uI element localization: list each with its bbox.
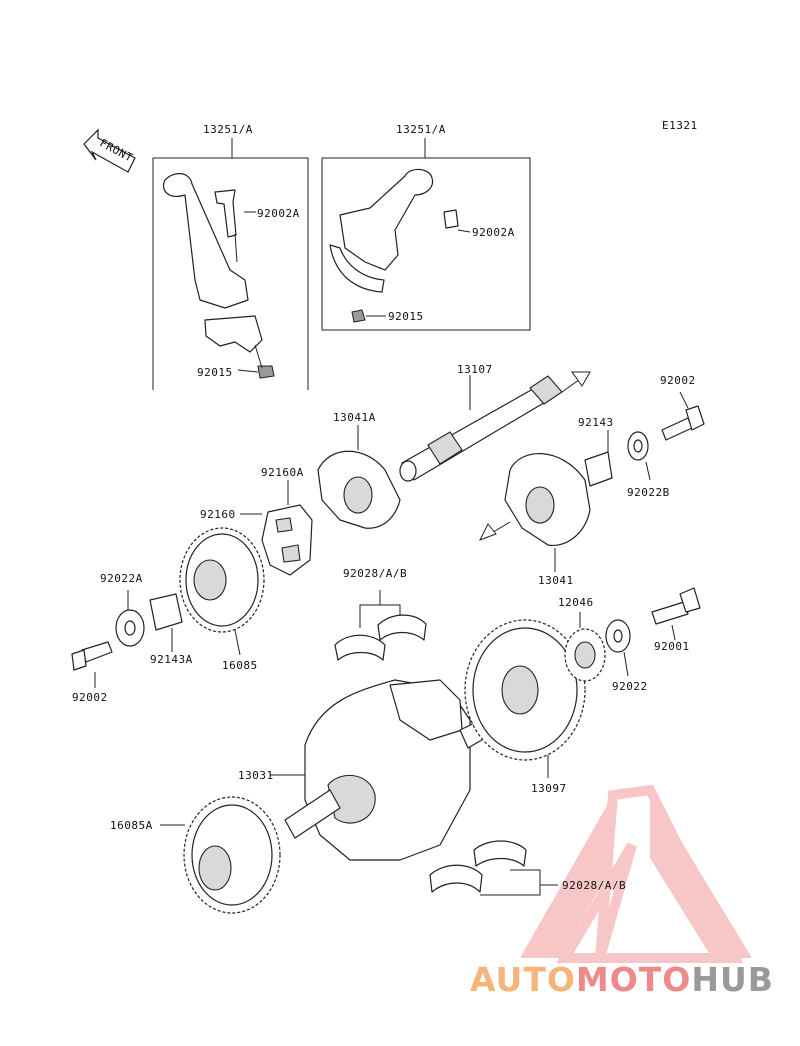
watermark-logo-icon xyxy=(520,784,752,963)
label-bolt-left: 92002A xyxy=(257,207,300,220)
label-bolt-right-low: 92001 xyxy=(654,640,690,653)
watermark-part1: AUTO xyxy=(470,960,576,999)
label-gear-crank: 16085A xyxy=(110,819,153,832)
rod-box-left xyxy=(152,138,309,390)
label-shaft: 13107 xyxy=(457,363,493,376)
label-collar-right: 92143 xyxy=(578,416,614,429)
gear-13097 xyxy=(464,619,586,778)
gear-12046 xyxy=(564,612,606,682)
label-washer-left: 92022A xyxy=(100,572,143,585)
label-nut-right: 92015 xyxy=(388,310,424,323)
bolt-left-low xyxy=(71,641,113,688)
label-rod-right: 13251/A xyxy=(396,123,446,136)
label-gear-large: 13097 xyxy=(531,782,567,795)
label-weight-right: 13041 xyxy=(538,574,574,587)
watermark-part2: MOTO xyxy=(575,960,692,999)
balancer-weight-left xyxy=(317,425,401,529)
crankshaft xyxy=(270,679,493,861)
washer-left xyxy=(115,590,145,647)
bearings-lower xyxy=(429,840,558,896)
label-rod-left: 13251/A xyxy=(203,123,253,136)
label-crankshaft: 13031 xyxy=(238,769,274,782)
bolt-right-low xyxy=(651,587,701,641)
bearings-upper xyxy=(334,590,427,661)
label-washer-right-low: 92022 xyxy=(612,680,648,693)
washer-right-low xyxy=(605,619,631,677)
label-bolt-top-right: 92002 xyxy=(660,374,696,387)
label-bolt-right: 92002A xyxy=(472,226,515,239)
label-weight-left: 13041A xyxy=(333,411,376,424)
balancer-weight-right xyxy=(478,452,591,572)
bolt-top-right xyxy=(661,391,705,441)
damper-rubbers xyxy=(240,480,313,576)
watermark-text: AUTOMOTOHUB xyxy=(470,960,774,999)
label-damper: 92160 xyxy=(200,508,236,521)
collar-left xyxy=(149,593,183,652)
label-bearings-upper: 92028/A/B xyxy=(343,567,407,580)
label-bearings-lower: 92028/A/B xyxy=(562,879,626,892)
gear-16085 xyxy=(179,527,265,656)
label-gear-left: 16085 xyxy=(222,659,258,672)
label-washer-right: 92022B xyxy=(627,486,670,499)
collar-right xyxy=(584,430,613,487)
label-bolt-left-low: 92002 xyxy=(72,691,108,704)
watermark-part3: HUB xyxy=(691,960,774,999)
gear-16085A xyxy=(160,796,281,914)
label-gear-small: 12046 xyxy=(558,596,594,609)
balancer-shaft xyxy=(399,371,591,482)
label-collar-left: 92143A xyxy=(150,653,193,666)
diagram-code: E1321 xyxy=(662,119,698,132)
part-labels: 13251/A 13251/A 92002A 92002A 92015 9201… xyxy=(72,123,696,892)
washer-right xyxy=(627,431,651,481)
label-damper-a: 92160A xyxy=(261,466,304,479)
front-arrow-icon: FRONT xyxy=(83,128,136,173)
rod-box-right xyxy=(321,138,531,331)
label-nut-left: 92015 xyxy=(197,366,233,379)
